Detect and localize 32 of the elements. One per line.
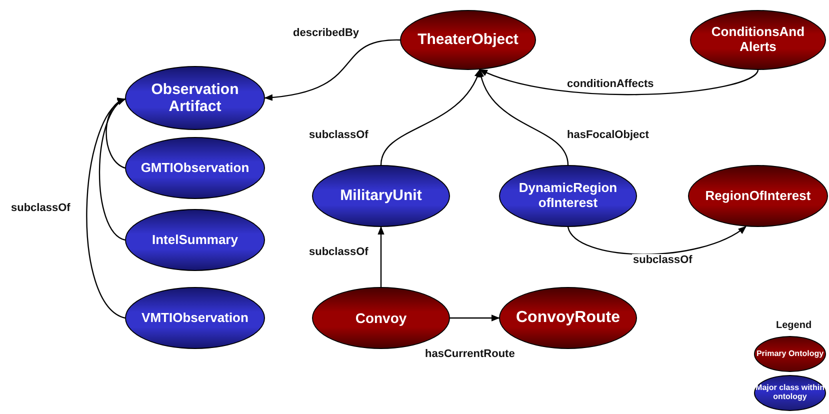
arrow — [98, 98, 126, 241]
node-label: ConvoyRoute — [515, 308, 621, 328]
edge-label: describedBy — [292, 27, 360, 39]
node-label: IntelSummary — [151, 232, 239, 248]
node-label: ConditionsAnd Alerts — [710, 25, 806, 55]
legend-title: Legend — [776, 320, 812, 331]
arrow — [264, 39, 400, 101]
edge-label: subclassOf — [308, 246, 370, 258]
edge-label: subclassOf — [10, 202, 72, 214]
legend-text: Major class within ontology — [755, 384, 825, 402]
edge-label: subclassOf — [308, 129, 370, 141]
node-label: Observation Artifact — [150, 80, 240, 116]
node-label: RegionOfInterest — [704, 188, 812, 204]
node-label: DynamicRegion ofInterest — [518, 181, 618, 211]
node-label: GMTIObservation — [140, 160, 250, 176]
legend-text: Primary Ontology — [756, 350, 824, 358]
arrow — [478, 68, 569, 166]
node-label: MilitaryUnit — [339, 187, 423, 205]
edge-label: hasCurrentRoute — [424, 348, 516, 360]
node-label: VMTIObservation — [140, 310, 250, 326]
arrow — [450, 314, 500, 322]
arrow — [378, 226, 384, 287]
arrow — [479, 68, 758, 96]
node-label: Convoy — [354, 310, 408, 326]
arrow — [567, 226, 747, 255]
arrow — [380, 68, 480, 166]
node-label: TheaterObject — [416, 31, 520, 49]
edge-label: subclassOf — [632, 254, 694, 266]
arrow — [86, 98, 126, 319]
edge-label: hasFocalObject — [566, 129, 650, 141]
edge-label: conditionAffects — [566, 78, 655, 90]
arrow — [106, 98, 126, 169]
